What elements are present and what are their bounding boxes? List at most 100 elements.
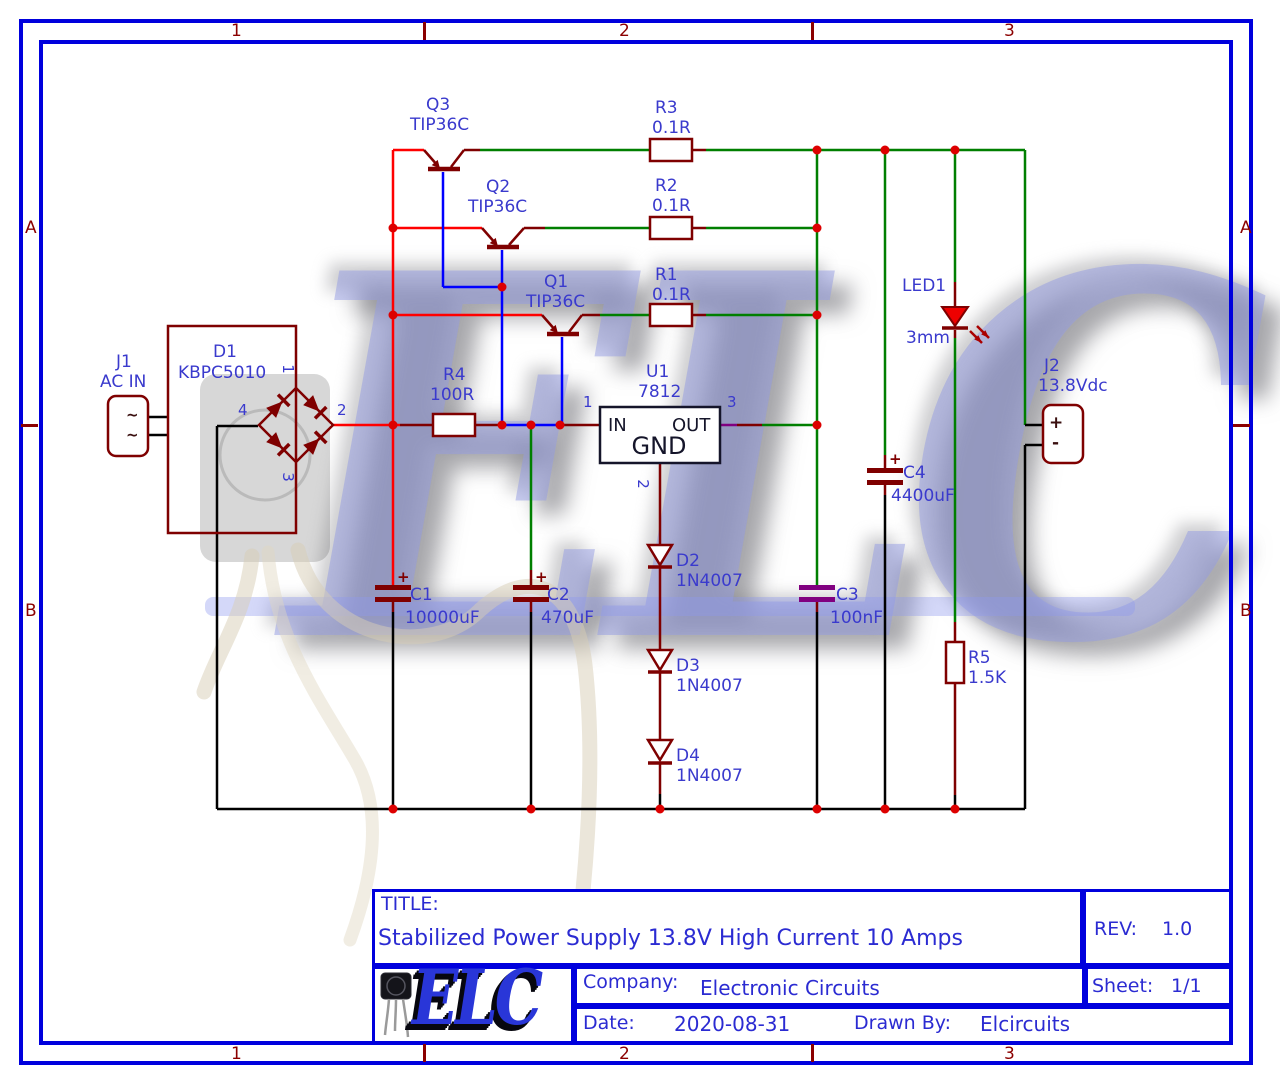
diode-d2: [645, 543, 675, 568]
watermark-blue-band: [205, 597, 1135, 616]
label-r3-value: 0.1R: [652, 118, 691, 138]
label-d1-pin1: 1: [278, 364, 297, 374]
label-q1-value: TIP36C: [526, 292, 586, 312]
label-r1-ref: R1: [655, 265, 678, 285]
resistor-r4: [431, 412, 477, 438]
label-c4-ref: C4: [903, 463, 926, 483]
label-d4-value: 1N4007: [676, 766, 743, 786]
capacitor-plates-polar: [375, 468, 903, 602]
wire-output: [480, 148, 1027, 622]
frame-tick: [811, 1044, 814, 1062]
sheet-label: Sheet:: [1092, 975, 1154, 997]
titleblock-company-cell: [574, 966, 1085, 1006]
label-c4-plus: +: [889, 450, 902, 468]
label-u1-ref: U1: [646, 362, 670, 382]
label-j2-minus: -: [1052, 433, 1060, 453]
date-value: 2020-08-31: [674, 1012, 791, 1036]
cap-c1: [375, 585, 411, 590]
label-d1-pin3: 3: [278, 472, 297, 482]
titleblock-sheet-cell: [1085, 966, 1232, 1006]
resistor-symbols: [431, 137, 966, 685]
grid-col-3-top: 3: [1004, 21, 1015, 41]
wire-positive: [333, 148, 542, 585]
label-d1-pin4: 4: [238, 401, 248, 419]
grid-col-1-bottom: 1: [231, 1044, 242, 1064]
resistor-r3: [648, 137, 694, 163]
label-q2-ref: Q2: [486, 177, 511, 197]
label-j1-value: AC IN: [100, 372, 147, 392]
label-j1-ac2: ~: [126, 426, 139, 444]
cap-c4: [867, 468, 903, 473]
led1-symbol: [940, 306, 990, 344]
sheet-title: Stabilized Power Supply 13.8V High Curre…: [378, 926, 963, 951]
transistor-q3: [423, 149, 465, 172]
titleblock-title-cell: [372, 889, 1083, 966]
label-j1-ac1: ~: [126, 406, 139, 424]
cap-c2: [513, 585, 549, 590]
junction-dots: [388, 145, 960, 814]
label-r5-ref: R5: [968, 648, 991, 668]
regulator-u1-body: [598, 405, 722, 465]
label-led1-value: 3mm: [906, 328, 950, 348]
diode-d4: [645, 738, 675, 763]
label-j2-plus: +: [1049, 413, 1064, 433]
grid-col-2-top: 2: [619, 21, 630, 41]
label-u1-value: 7812: [638, 382, 682, 402]
sheet-value: 1/1: [1171, 975, 1202, 997]
label-q1-ref: Q1: [544, 272, 569, 292]
bridge-d1-outline: [166, 324, 298, 535]
label-d1-pin2: 2: [337, 401, 347, 419]
label-c1-value: 10000uF: [405, 608, 480, 628]
frame-tick: [423, 1044, 426, 1062]
label-q2-value: TIP36C: [468, 197, 528, 217]
rev-value: 1.0: [1162, 918, 1193, 940]
frame-tick: [21, 424, 38, 427]
grid-col-2-bottom: 2: [619, 1044, 630, 1064]
bridge-d1-diodes: [266, 393, 328, 457]
elc-logo: ELC: [412, 953, 543, 1042]
frame-tick: [1233, 424, 1250, 427]
grid-row-a-left: A: [25, 218, 37, 238]
transistor-q1: [541, 314, 583, 337]
label-u1-gnd: GND: [631, 432, 687, 460]
label-r2-ref: R2: [655, 176, 678, 196]
grid-col-3-bottom: 3: [1004, 1044, 1015, 1064]
label-d1-ref: D1: [213, 342, 237, 362]
label-r4-value: 100R: [430, 385, 475, 405]
company-label: Company:: [583, 971, 679, 993]
label-u1-out: OUT: [672, 415, 711, 436]
grid-row-b-left: B: [25, 601, 37, 621]
label-u1-pin2: 2: [633, 479, 652, 489]
label-c2-value: 470uF: [541, 608, 595, 628]
label-r1-value: 0.1R: [652, 285, 691, 305]
label-c1-ref: C1: [410, 585, 433, 605]
frame-tick: [811, 22, 814, 40]
label-j2-ref: J2: [1044, 356, 1060, 376]
label-c2-ref: C2: [547, 585, 570, 605]
resistor-r5: [944, 640, 966, 685]
label-d3-ref: D3: [676, 656, 700, 676]
resistor-r1: [648, 302, 694, 328]
rev-label: REV:: [1094, 918, 1138, 940]
label-q3-value: TIP36C: [410, 115, 470, 135]
titleblock-rev-cell: [1083, 889, 1232, 966]
label-j2-value: 13.8Vdc: [1038, 376, 1108, 396]
drawn-by-label: Drawn By:: [854, 1012, 952, 1034]
connector-j1-body: [106, 394, 150, 458]
label-u1-pin1: 1: [583, 393, 593, 411]
cap-c3: [799, 585, 835, 602]
label-q3-ref: Q3: [426, 95, 451, 115]
label-c3-ref: C3: [836, 585, 859, 605]
label-u1-in: IN: [608, 415, 627, 436]
connector-j2-body: [1041, 403, 1085, 465]
bridge-rectifier-photo: [196, 374, 598, 1016]
title-label: TITLE:: [381, 893, 439, 915]
diode-d3: [645, 648, 675, 673]
date-label: Date:: [583, 1012, 635, 1034]
drawn-by-value: Elcircuits: [980, 1012, 1071, 1036]
wires: [148, 148, 1043, 811]
transistor-photo-icon: [380, 972, 412, 1038]
company-value: Electronic Circuits: [700, 976, 880, 1000]
